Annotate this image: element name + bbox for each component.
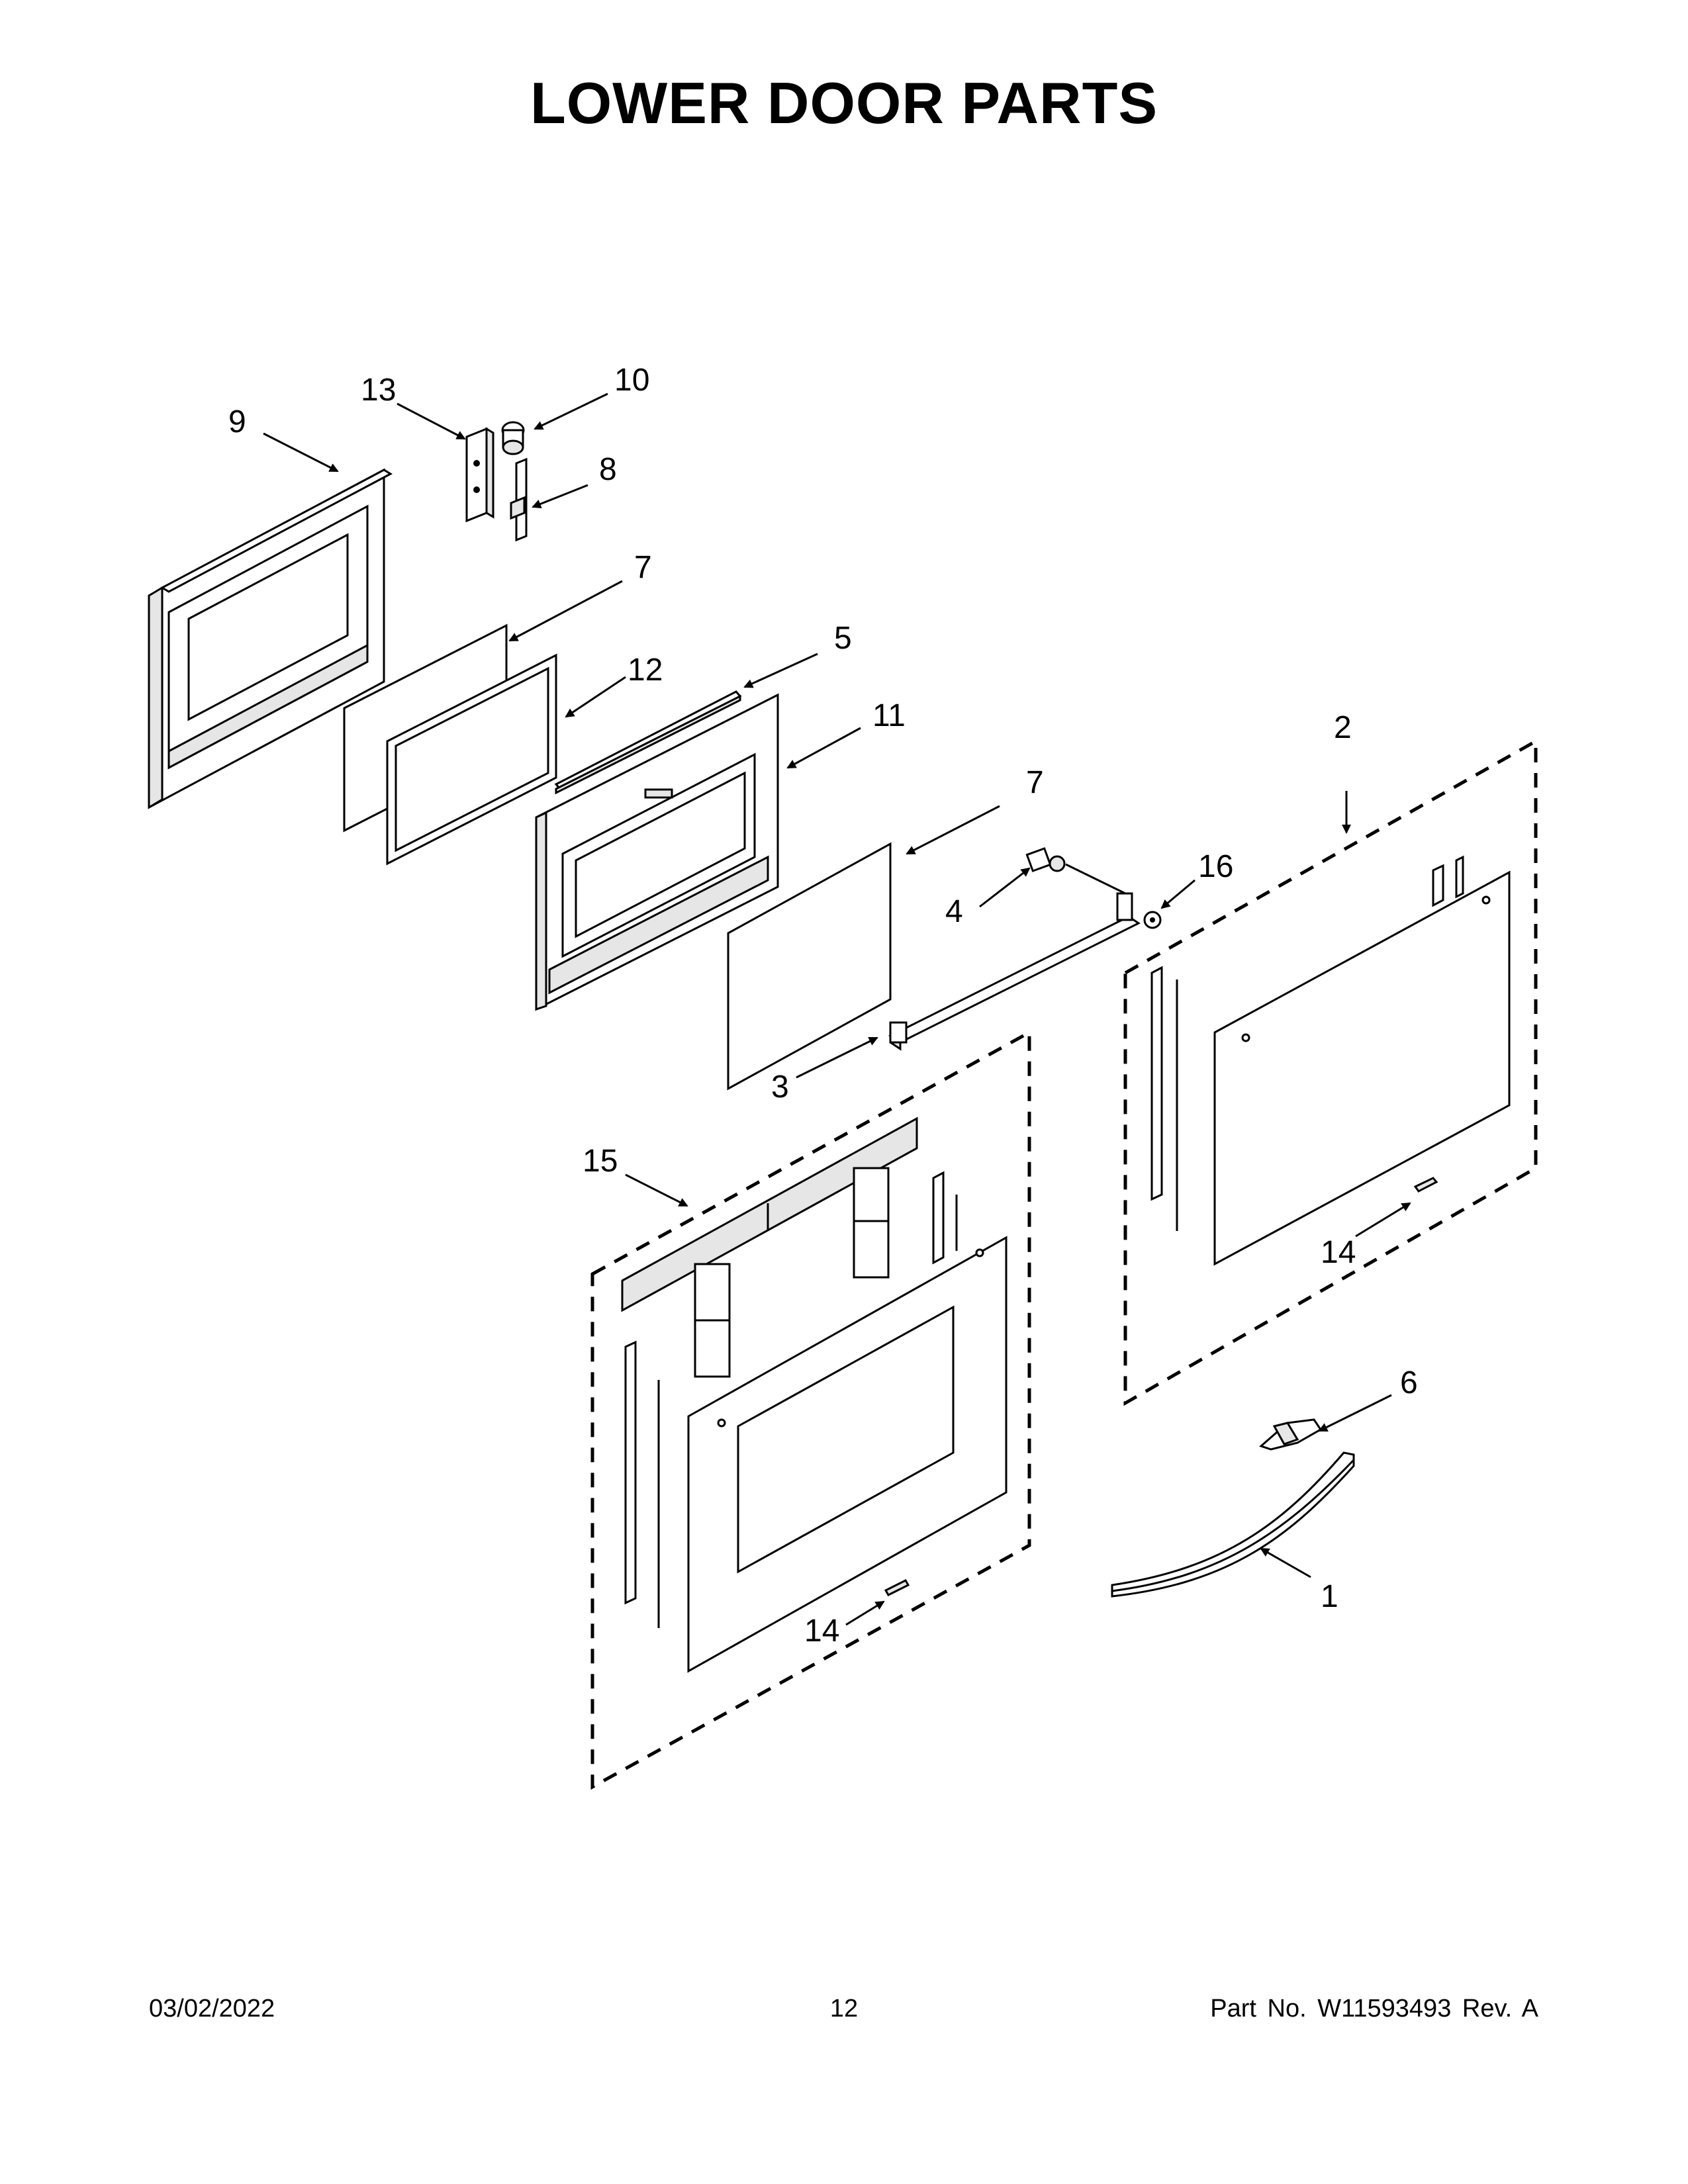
top-vent-strip [554,690,742,795]
door-handle [1111,1451,1355,1598]
hinge-screw [1025,847,1066,872]
glass-pane-lower [727,842,892,1091]
callout-11: 11 [872,698,906,733]
assembly-2-boundary [1123,738,1538,1406]
outer-door-assembly-boundary [590,1029,1031,1790]
door-frame [535,693,779,1011]
footer-part-number: Part No. W11593493 Rev. A [1210,1995,1538,2023]
callout-14-right: 14 [1321,1235,1356,1270]
hinge-support-bar [888,863,1141,1051]
callout-3: 3 [771,1069,789,1105]
washer [1143,911,1162,929]
callout-10: 10 [614,363,649,398]
handle-end-cap [1259,1418,1323,1451]
callout-12: 12 [628,653,663,688]
callout-6: 6 [1400,1365,1418,1400]
leader-arrows [263,392,1411,1626]
hinge-pin [501,421,525,455]
callout-16: 16 [1198,849,1233,884]
page-title: LOWER DOOR PARTS [530,70,1158,136]
door-hinge-bracket [465,427,494,523]
callout-7-lower: 7 [1026,765,1044,800]
callout-14-left: 14 [804,1614,839,1649]
callout-8: 8 [599,452,617,487]
callout-5: 5 [834,621,852,656]
callout-1: 1 [1321,1579,1338,1614]
callout-4: 4 [945,894,963,929]
footer-date: 03/02/2022 [149,1995,275,2023]
hinge-latch [510,457,528,542]
inner-door-panel [148,468,393,809]
footer-page-number: 12 [829,1995,859,2023]
callout-15: 15 [583,1144,618,1179]
assembly-2-parts [1150,855,1511,1266]
glass-gasket [386,653,557,866]
callout-2: 2 [1334,710,1352,745]
callout-labels: 9 13 10 8 7 12 5 11 7 2 4 16 3 15 14 6 1… [228,363,1418,1649]
callout-13: 13 [361,373,396,408]
callout-9: 9 [228,404,246,439]
outer-door-parts [621,1116,1008,1673]
callout-7-upper: 7 [634,550,652,585]
